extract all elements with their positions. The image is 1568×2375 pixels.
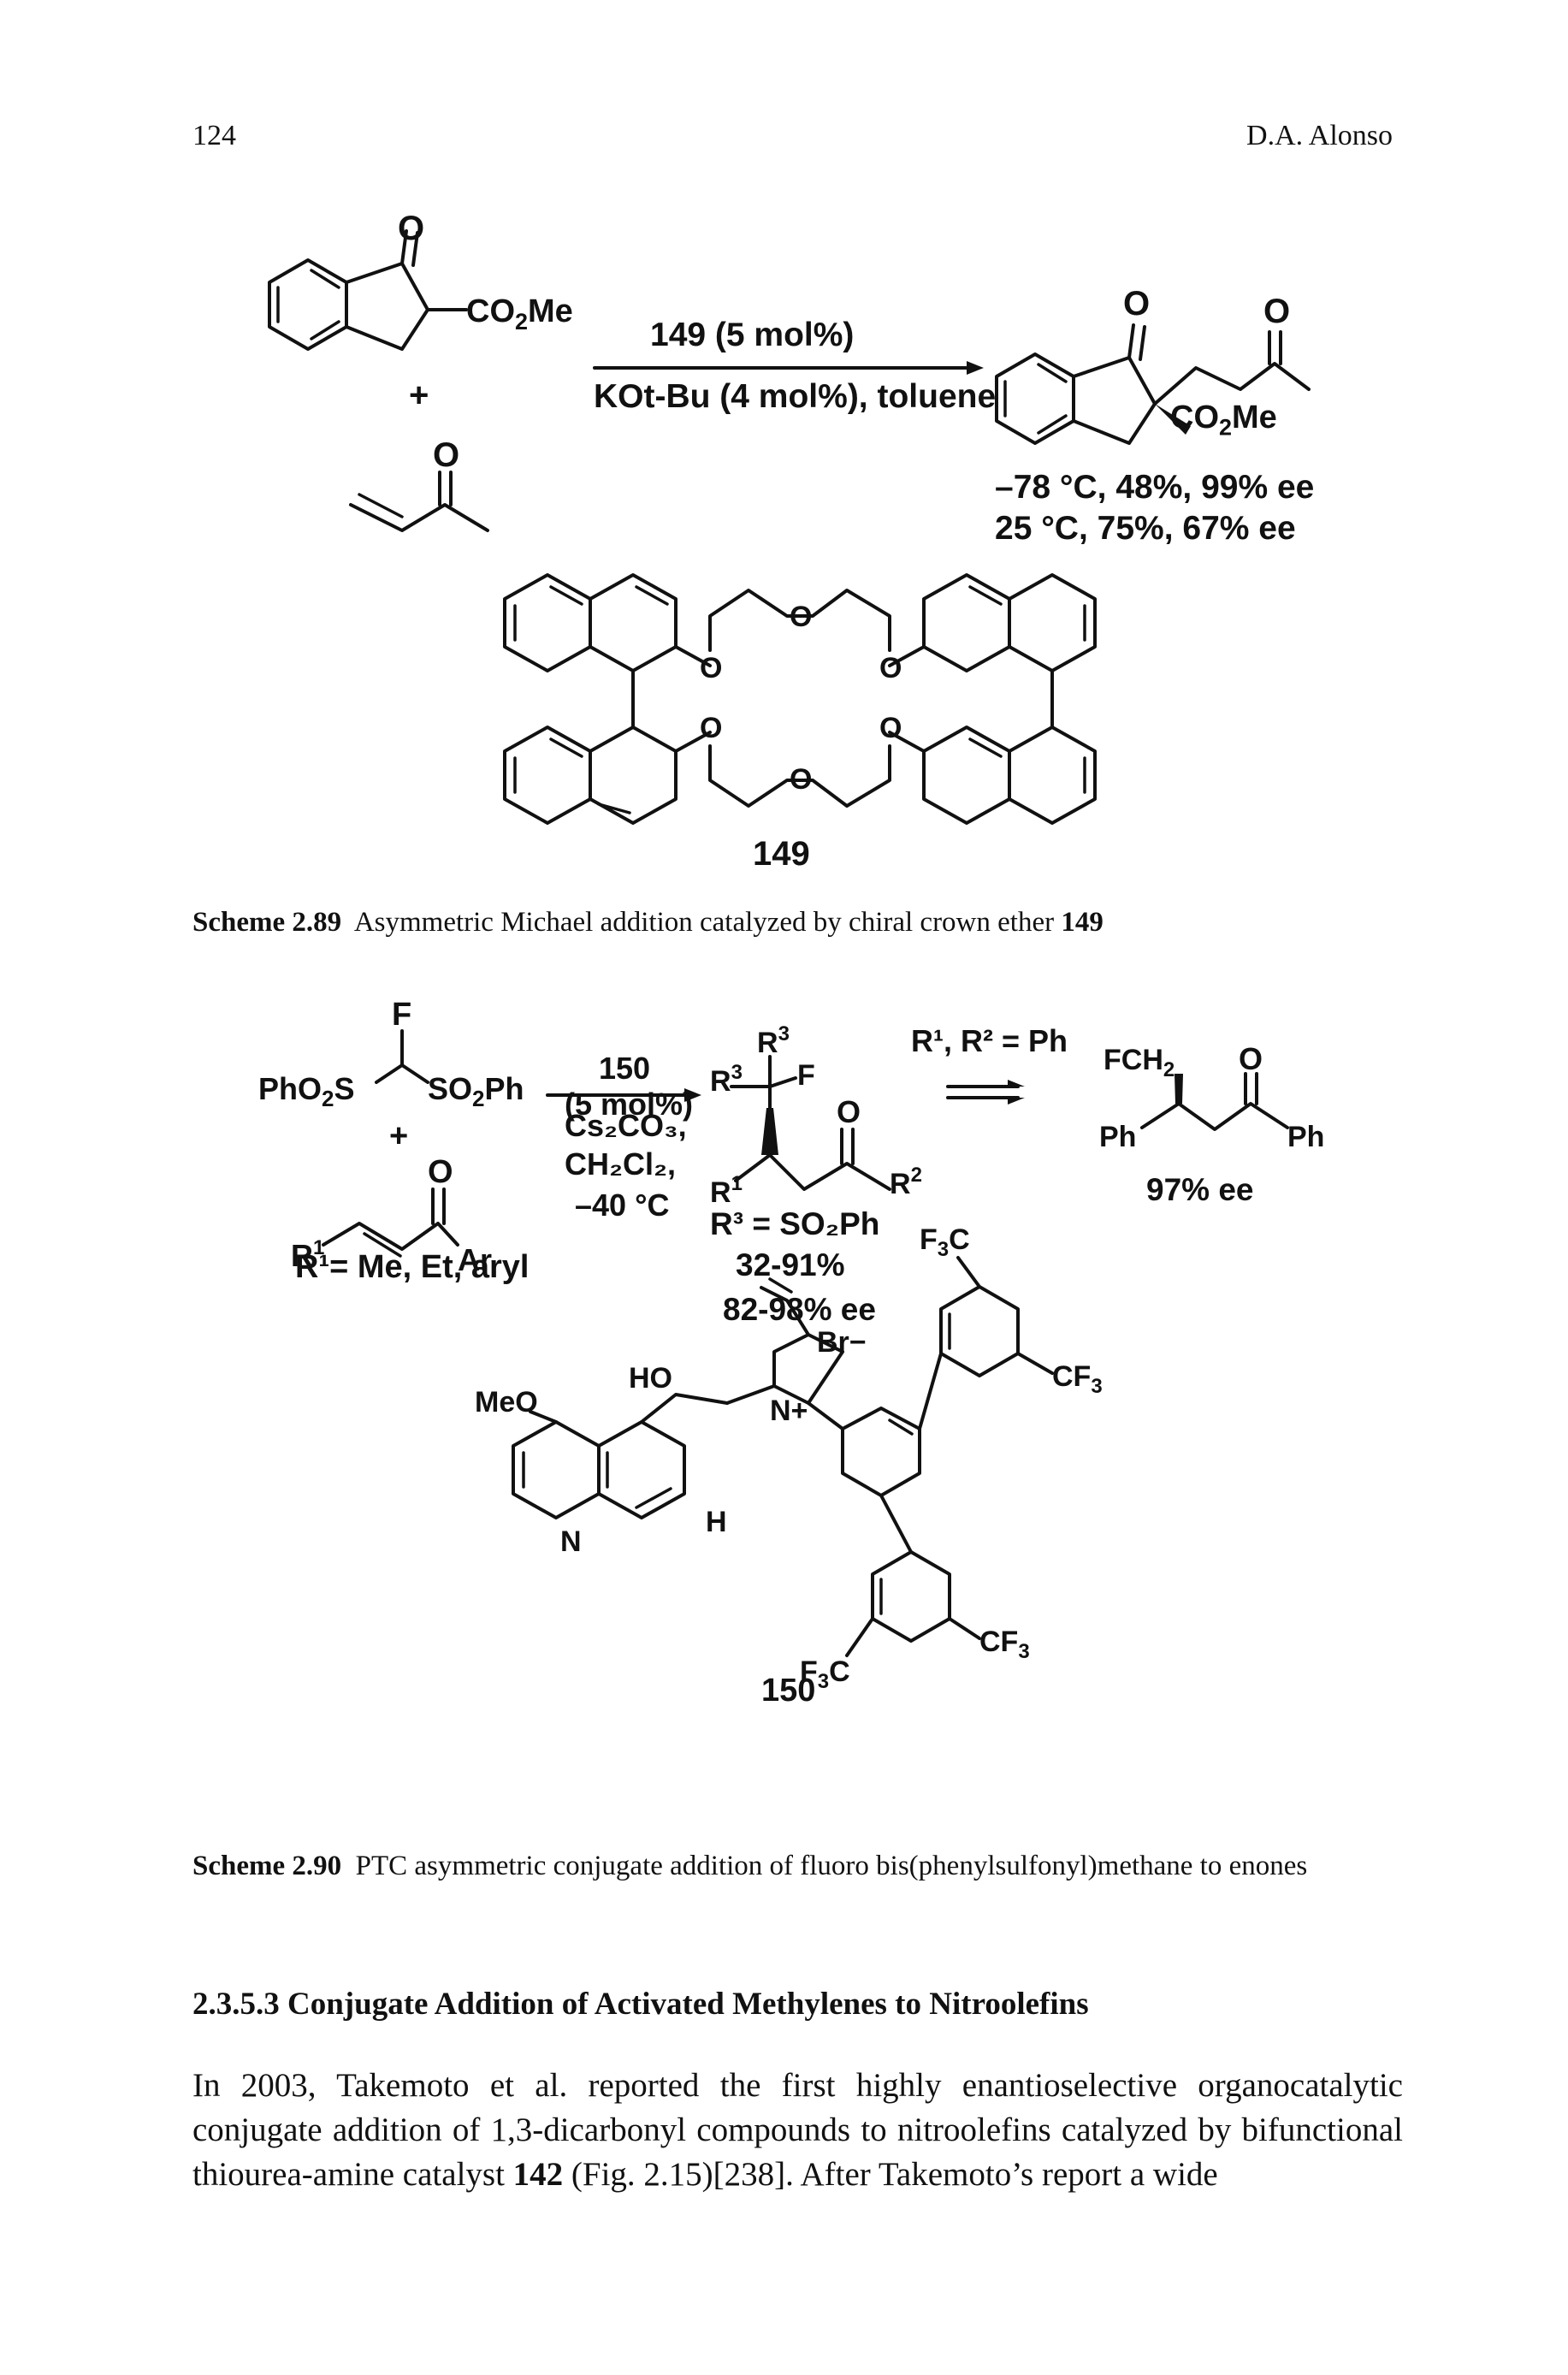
ar-label: Ar [458,1242,492,1277]
scheme-2-90-figure: F PhO2S SO2Ph + O R1 Ar R3 R3 F O R1 R2 [258,997,1324,1693]
h-label: H [706,1506,727,1538]
n-plus-label: N+ [770,1395,808,1427]
atom-label-o: O [433,436,459,474]
r1-label: R1 [710,1172,743,1209]
atom-label-o: O [790,763,812,796]
atom-label-o: O [1239,1041,1263,1076]
paragraph-catalyst-ref: 142 [512,2156,564,2193]
page-number: 124 [192,120,236,151]
caption-label: Scheme 2.89 [192,907,342,938]
arrowhead-icon [1008,1098,1025,1105]
catalyst-150-ref: 150 [599,1051,651,1086]
phenyl-right-label: Ph [1287,1121,1324,1153]
fluorobis-sulfonyl-methane-structure [375,1029,429,1084]
atom-label-o: O [398,210,424,247]
catalyst-150-structure [512,1256,1054,1657]
reactant-note: R¹= Me, Et, aryl [295,1249,530,1285]
paragraph-rest: (Fig. 2.15)[238]. After Takemoto’s repor… [563,2156,1218,2193]
catalyst-150-label: 150 [761,1673,816,1709]
crown-ether-149-structure [503,573,1097,825]
phenyl-left-label: Ph [1099,1121,1136,1153]
atom-label-o: O [700,652,722,684]
atom-label-n: N [560,1525,582,1558]
scheme-2-89-caption: Scheme 2.89 Asymmetric Michael addition … [192,907,1407,939]
ee-range: 82-98% ee [723,1292,876,1327]
caption-ref: 149 [1061,907,1104,938]
atom-label-f: F [392,997,411,1033]
methyl-vinyl-ketone-structure [349,471,489,532]
atom-label-o: O [1123,285,1151,323]
catalyst-149-label: 149 [753,835,810,873]
phenylsulfonyl-right-label: SO2Ph [428,1071,524,1111]
scheme-2-89-figure: O CO2Me + O [268,210,1311,825]
ho-label: HO [629,1362,672,1395]
scheme-2-90-caption: Scheme 2.90 PTC asymmetric conjugate add… [192,1851,1407,1882]
fluorinated-product-structure [730,1055,891,1191]
scheme-2-89-result-line2: 25 °C, 75%, 67% ee [995,510,1296,547]
temperature-label: –40 °C [575,1188,670,1223]
plus-sign: + [409,376,429,414]
f3c-top-label: F3C [920,1223,970,1261]
fch2-product-structure [1140,1072,1289,1131]
product-ee: 97% ee [1146,1172,1254,1207]
arrowhead-icon [684,1088,701,1102]
catalyst-loading: (5 mol%) [565,1087,694,1122]
michael-product-structure [995,323,1311,445]
r3-definition: R³ = SO₂Ph [710,1206,880,1241]
fch2-label: FCH2 [1104,1044,1175,1081]
atom-label-f: F [797,1059,815,1092]
caption-text: PTC asymmetric conjugate addition of flu… [355,1851,1308,1881]
paragraph-intro: In 2003, Takemoto et al. reported the fi… [192,2067,1403,2193]
indanone-ester-structure [268,229,468,351]
product-co2me-label: CO2Me [1170,400,1277,441]
atom-label-o: O [879,652,902,684]
atom-label-o: O [837,1094,861,1129]
bromide-label: Br− [817,1326,867,1359]
plus-sign: + [389,1118,408,1154]
conversion-condition: R¹, R² = Ph [911,1023,1068,1058]
r3-top-label: R3 [757,1022,790,1059]
scheme-2-89-result-line1: –78 °C, 48%, 99% ee [995,469,1315,506]
meo-label: MeO [475,1386,538,1418]
atom-label-o: O [790,601,812,633]
enone-structure [322,1188,459,1258]
phenylsulfonyl-left-label: PhO2S [258,1071,355,1111]
atom-label-o: O [700,712,722,744]
body-paragraph: In 2003, Takemoto et al. reported the fi… [192,2064,1403,2197]
scheme-2-89-reagent-bottom: KOt-Bu (4 mol%), toluene [594,378,997,415]
atom-label-o: O [1263,293,1291,330]
yield-range: 32-91% [736,1247,845,1282]
atom-label-o: O [879,712,902,744]
atom-label-o: O [428,1154,453,1190]
scheme-2-89-reagent-top: 149 (5 mol%) [650,317,855,353]
cf3-bottom-label: CF3 [979,1626,1030,1663]
cf3-right-label: CF3 [1052,1360,1103,1398]
solvent-label: CH₂Cl₂, [565,1146,676,1182]
r3-left-label: R3 [710,1061,743,1098]
r2-label: R2 [890,1164,922,1200]
caption-label: Scheme 2.90 [192,1851,342,1881]
atom-label-co2me: CO2Me [466,293,573,335]
arrowhead-icon [967,361,984,375]
caption-text: Asymmetric Michael addition catalyzed by… [353,907,1055,938]
section-heading: 2.3.5.3 Conjugate Addition of Activated … [192,1987,1089,2022]
running-head-author: D.A. Alonso [1246,120,1393,151]
arrowhead-icon [1008,1080,1025,1087]
base-label: Cs₂CO₃, [565,1108,687,1143]
